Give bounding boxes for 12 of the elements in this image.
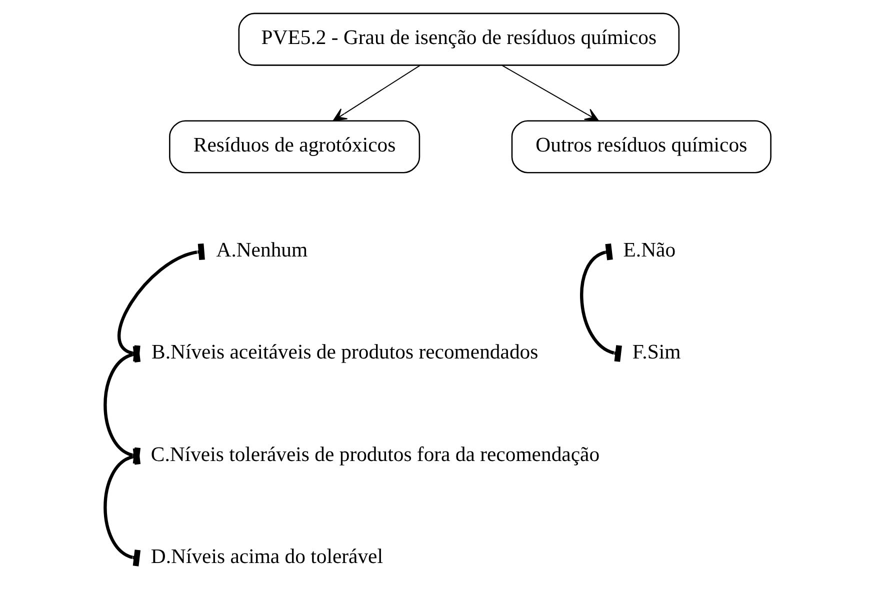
node-text: C.Níveis toleráveis de produtos fora da recomendação bbox=[150, 444, 600, 466]
node-text: B.Níveis aceitáveis de produtos recomendados bbox=[151, 342, 538, 364]
node-text: E.Não bbox=[622, 239, 676, 262]
node-text: F.Sim bbox=[632, 342, 680, 364]
node-box: Resíduos de agrotóxicos bbox=[168, 120, 420, 174]
node-box: Outros resíduos químicos bbox=[510, 120, 771, 174]
arrow bbox=[332, 65, 420, 122]
connector bbox=[580, 243, 622, 362]
arrow bbox=[501, 65, 598, 122]
node-text: D.Níveis acima do tolerável bbox=[150, 546, 382, 568]
node-text: A.Nenhum bbox=[216, 239, 308, 262]
node-box: PVE5.2 - Grau de isenção de resíduos químicos bbox=[238, 12, 680, 66]
